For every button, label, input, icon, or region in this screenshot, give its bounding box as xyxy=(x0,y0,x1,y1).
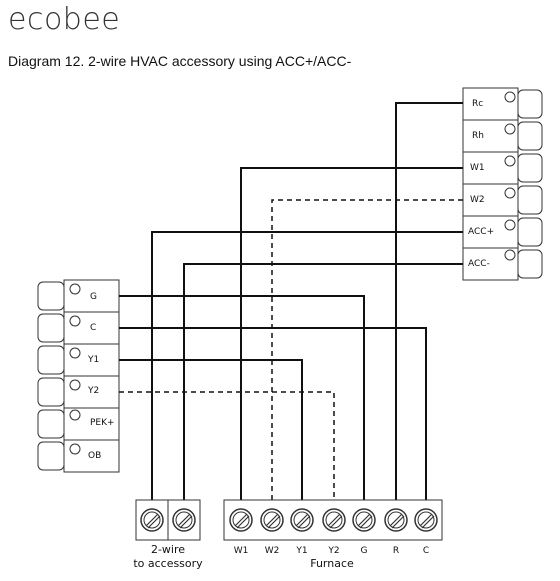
screw-icon xyxy=(229,508,253,532)
screw-icon xyxy=(140,508,164,532)
screw-icon xyxy=(384,508,408,532)
ekp-label-g: G xyxy=(90,292,97,302)
furnace-label-w1: W1 xyxy=(234,546,249,556)
accessory-label-line1: 2-wire xyxy=(151,543,185,556)
ekp-terminal-c: C xyxy=(37,311,120,345)
ekp-label-pek-plus: PEK+ xyxy=(90,418,115,428)
thermostat-terminal-w1: W1 xyxy=(462,151,543,185)
furnace-label: Furnace xyxy=(310,557,354,570)
ekp-terminal-pek-plus: PEK+ xyxy=(37,407,120,441)
ekp-label-c: C xyxy=(90,323,96,333)
ekp-terminal-y2: Y2 xyxy=(37,375,120,409)
ecobee-logo: ecobee xyxy=(8,2,121,37)
wire-c-to-furnace-c xyxy=(119,327,427,500)
screw-icon xyxy=(414,508,438,532)
furnace-screws xyxy=(229,508,438,532)
wire-acc-minus-to-accessory xyxy=(183,263,463,500)
ekp-terminal-g: G xyxy=(37,279,120,313)
thermostat-terminal-rc: Rc xyxy=(462,87,543,121)
thermostat-terminal-w2: W2 xyxy=(462,183,543,217)
dashed-wires xyxy=(119,199,463,500)
thermostat-terminal-acc-minus: ACC- xyxy=(462,247,543,281)
screw-icon xyxy=(352,508,376,532)
thermostat-terminal-acc-plus: ACC+ xyxy=(462,215,543,249)
thermostat-label-acc-plus: ACC+ xyxy=(468,227,494,237)
furnace-label-g: G xyxy=(361,546,368,556)
furnace-label-r: R xyxy=(393,546,399,556)
ekp-terminal-y1: Y1 xyxy=(37,343,120,377)
diagram-caption: Diagram 12. 2-wire HVAC accessory using … xyxy=(8,53,352,69)
thermostat-label-w2: W2 xyxy=(470,195,485,205)
accessory-label-line2: to accessory xyxy=(133,557,203,570)
wire-rc-to-furnace-r xyxy=(395,102,463,500)
wire-g-to-furnace-g xyxy=(119,295,365,500)
wire-y1-to-furnace-y1 xyxy=(119,359,303,500)
screw-icon xyxy=(322,508,346,532)
furnace-label-y1: Y1 xyxy=(295,546,307,556)
ekp-label-y2: Y2 xyxy=(87,386,99,396)
thermostat-label-acc-minus: ACC- xyxy=(468,259,490,269)
screw-icon xyxy=(290,508,314,532)
thermostat-label-rh: Rh xyxy=(472,131,484,141)
furnace-label-c: C xyxy=(423,546,429,556)
ekp-terminal-ob: OB xyxy=(37,439,120,473)
wire-w1-to-furnace-w1 xyxy=(240,167,463,500)
wires xyxy=(119,102,463,500)
ekp-label-y1: Y1 xyxy=(87,355,99,365)
thermostat-terminal-block: Rc Rh W1 W2 ACC+ xyxy=(462,87,543,281)
wire-w2-to-furnace-w2 xyxy=(271,199,463,500)
thermostat-label-rc: Rc xyxy=(472,99,483,109)
ekp-label-ob: OB xyxy=(88,451,101,461)
accessory-terminal-strip: 2-wire to accessory xyxy=(133,499,203,570)
wire-acc-plus-to-accessory xyxy=(151,231,463,500)
thermostat-terminal-rh: Rh xyxy=(462,119,543,153)
furnace-terminal-strip: W1 W2 Y1 Y2 G R C Furnace xyxy=(223,499,443,570)
thermostat-label-w1: W1 xyxy=(470,163,485,173)
screw-icon xyxy=(172,508,196,532)
furnace-label-w2: W2 xyxy=(265,546,280,556)
furnace-label-y2: Y2 xyxy=(327,546,339,556)
screw-icon xyxy=(260,508,284,532)
ekp-terminal-block: G C Y1 Y2 PEK+ xyxy=(37,279,120,473)
